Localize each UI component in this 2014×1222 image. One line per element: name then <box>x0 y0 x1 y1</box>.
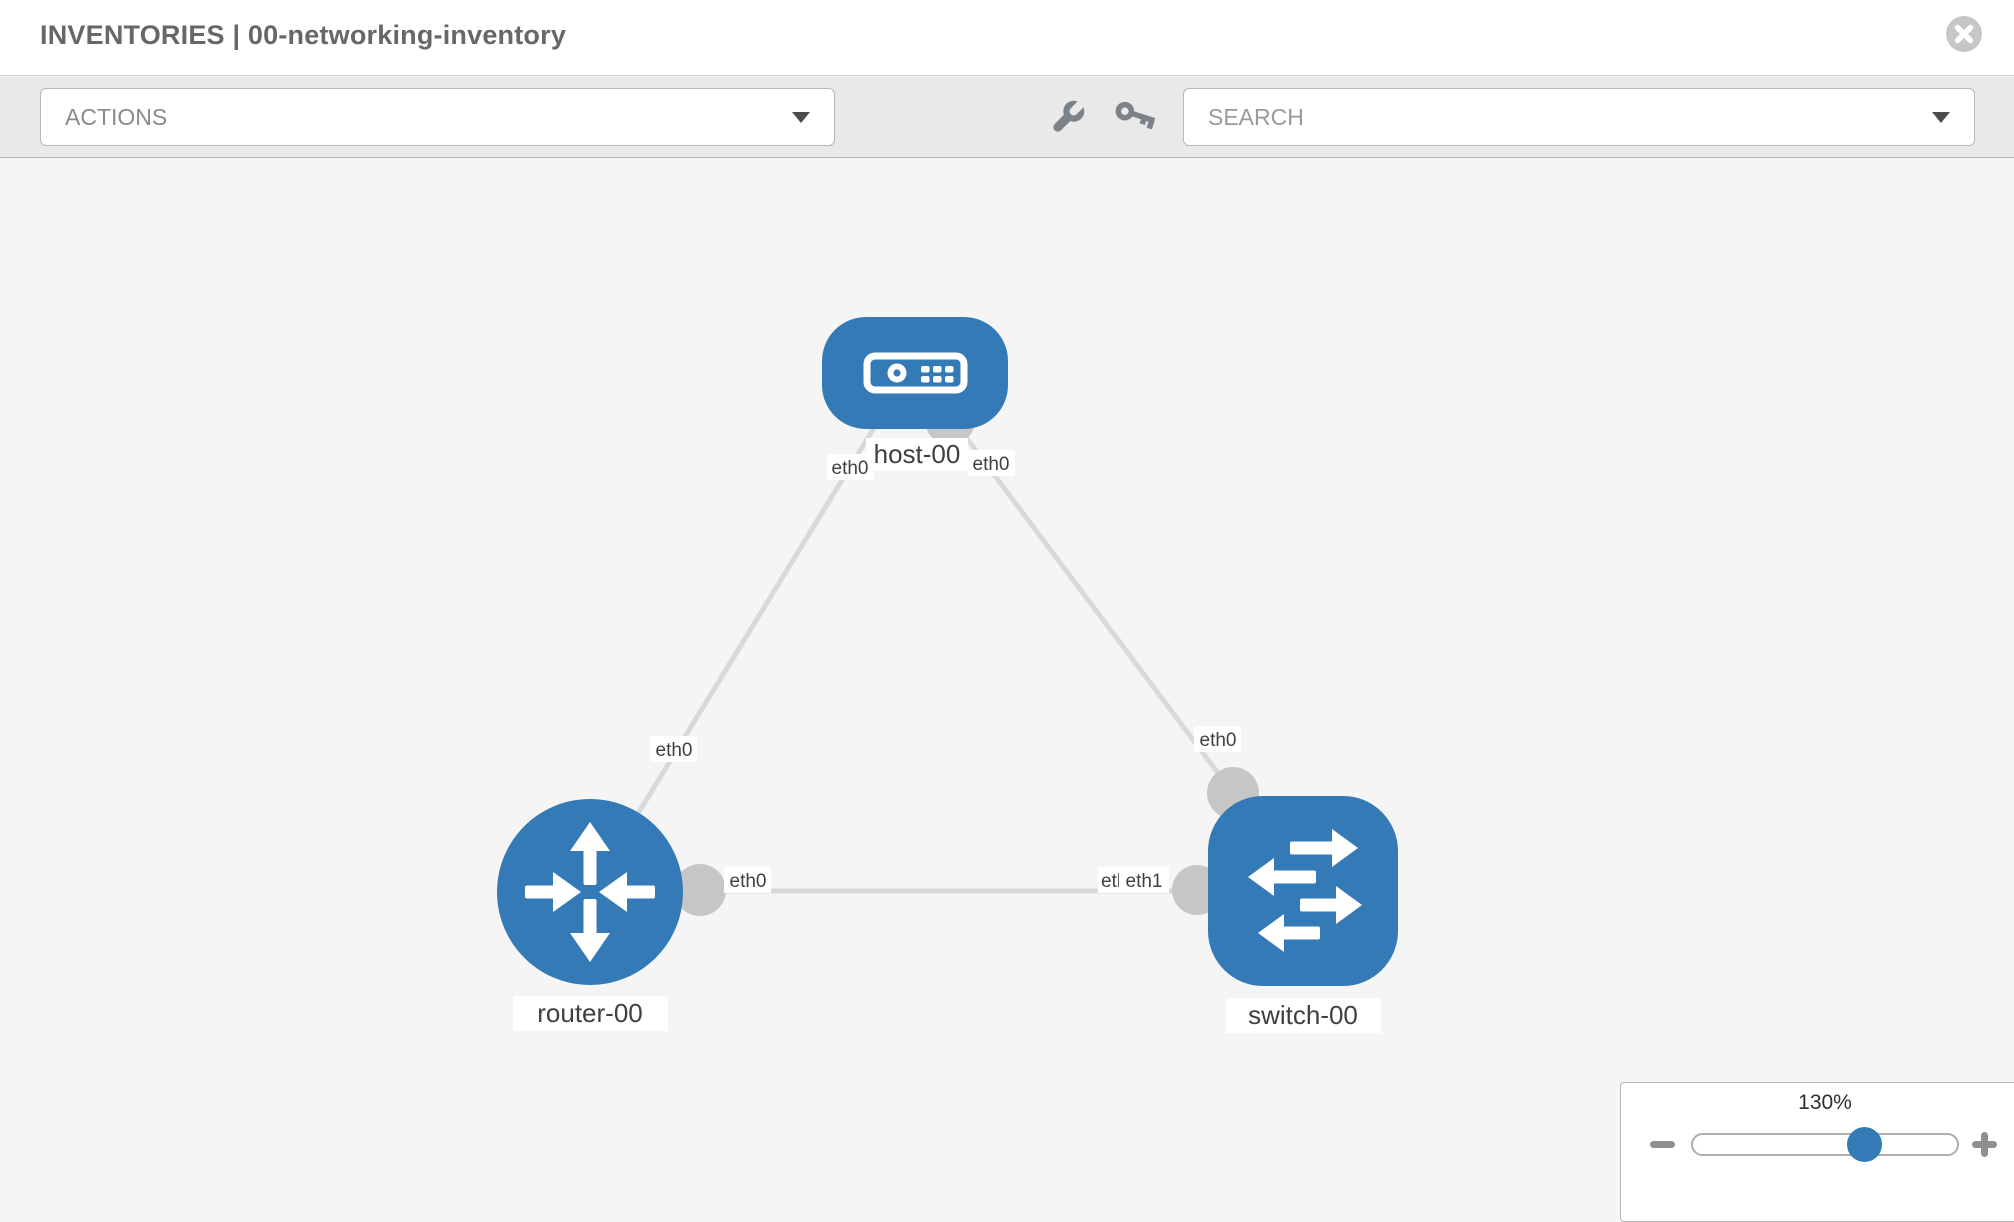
svg-text:switch-00: switch-00 <box>1248 1000 1358 1030</box>
search-input[interactable] <box>1208 103 1932 131</box>
svg-text:eth0: eth0 <box>1200 730 1237 751</box>
zoom-slider-track[interactable] <box>1691 1133 1959 1156</box>
svg-text:eth0: eth0 <box>656 740 693 761</box>
zoom-slider-handle[interactable] <box>1847 1127 1882 1162</box>
key-icon <box>1115 101 1156 130</box>
zoom-percentage: 130% <box>1798 1091 1852 1114</box>
host-icon <box>863 352 968 394</box>
toolbar: ACTIONS <box>0 77 2014 158</box>
topology-canvas[interactable]: host-00 eth0 eth0 eth0 eth0 eth0 eth eth… <box>0 158 2014 1200</box>
node-router[interactable] <box>497 799 683 985</box>
wrench-button[interactable] <box>1042 95 1090 143</box>
label-link-rs-near-router: eth0 <box>724 867 771 893</box>
topology-svg: host-00 eth0 eth0 eth0 eth0 eth0 eth eth… <box>497 317 1398 1033</box>
label-host-eth-left: eth0 <box>827 454 874 480</box>
label-switch-name: switch-00 <box>1226 998 1381 1033</box>
svg-text:eth0: eth0 <box>973 454 1010 475</box>
search-box[interactable] <box>1183 88 1975 146</box>
label-router-name: router-00 <box>513 996 668 1031</box>
svg-text:eth0: eth0 <box>832 458 869 479</box>
node-host[interactable] <box>822 317 1008 429</box>
label-link-host-router: eth0 <box>650 736 697 762</box>
close-button[interactable] <box>1946 16 1982 52</box>
chevron-down-icon <box>1932 111 1950 123</box>
key-button[interactable] <box>1112 95 1160 143</box>
zoom-panel: 130% <box>1620 1082 2014 1222</box>
svg-text:router-00: router-00 <box>537 998 643 1028</box>
zoom-out-button[interactable] <box>1650 1141 1675 1148</box>
label-link-host-switch: eth0 <box>1194 726 1241 752</box>
chevron-down-icon <box>792 111 810 123</box>
actions-dropdown-label: ACTIONS <box>65 103 168 130</box>
wrench-icon <box>1053 99 1086 132</box>
page-title: INVENTORIES | 00-networking-inventory <box>40 20 567 50</box>
link-host-switch[interactable] <box>948 414 1235 795</box>
endpoint-router-right[interactable] <box>674 864 726 916</box>
label-host-name: host-00 <box>866 438 968 471</box>
node-switch[interactable] <box>1208 796 1398 986</box>
zoom-in-button[interactable] <box>1972 1132 1997 1157</box>
close-icon <box>1954 24 1974 44</box>
svg-text:host-00: host-00 <box>874 439 961 469</box>
label-link-rs-near-switch-front: eth1 <box>1119 867 1169 893</box>
svg-text:eth0: eth0 <box>730 871 767 892</box>
actions-dropdown[interactable]: ACTIONS <box>40 88 835 146</box>
header-bar: INVENTORIES | 00-networking-inventory <box>0 0 2014 76</box>
switch-icon <box>1248 829 1362 952</box>
router-icon <box>525 822 655 962</box>
svg-text:eth1: eth1 <box>1126 871 1163 892</box>
label-host-eth-right: eth0 <box>968 450 1015 476</box>
